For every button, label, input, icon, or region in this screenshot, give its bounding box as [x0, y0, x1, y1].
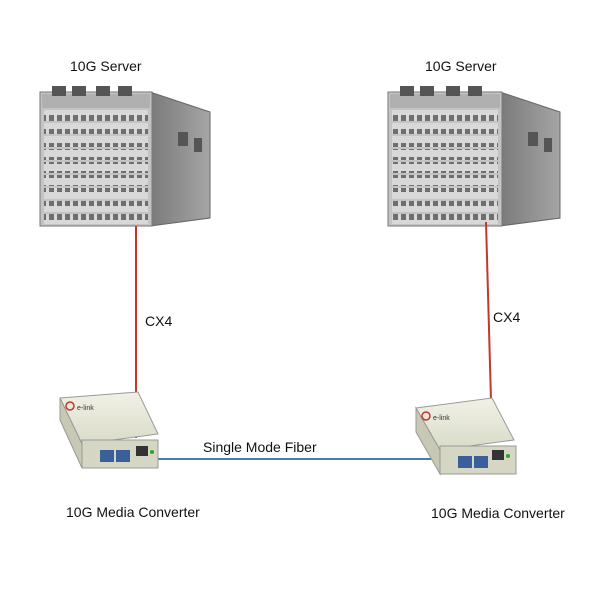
server-right-label: 10G Server [425, 58, 497, 74]
server-left-label: 10G Server [70, 58, 142, 74]
media-converter-right: e-link [415, 397, 517, 476]
server-left [39, 86, 211, 227]
cx4-right-label: CX4 [493, 309, 521, 325]
converter-left-label: 10G Media Converter [66, 504, 200, 520]
e-link-logo: e-link [65, 401, 94, 412]
svg-text:e-link: e-link [77, 405, 94, 412]
server-right [387, 86, 561, 227]
media-converter-left: e-link [59, 391, 159, 469]
cx4-left-label: CX4 [145, 313, 173, 329]
e-link-logo: e-link [421, 411, 450, 422]
fiber-label: Single Mode Fiber [203, 439, 317, 455]
converter-right-label: 10G Media Converter [431, 505, 565, 521]
svg-text:e-link: e-link [433, 415, 450, 422]
